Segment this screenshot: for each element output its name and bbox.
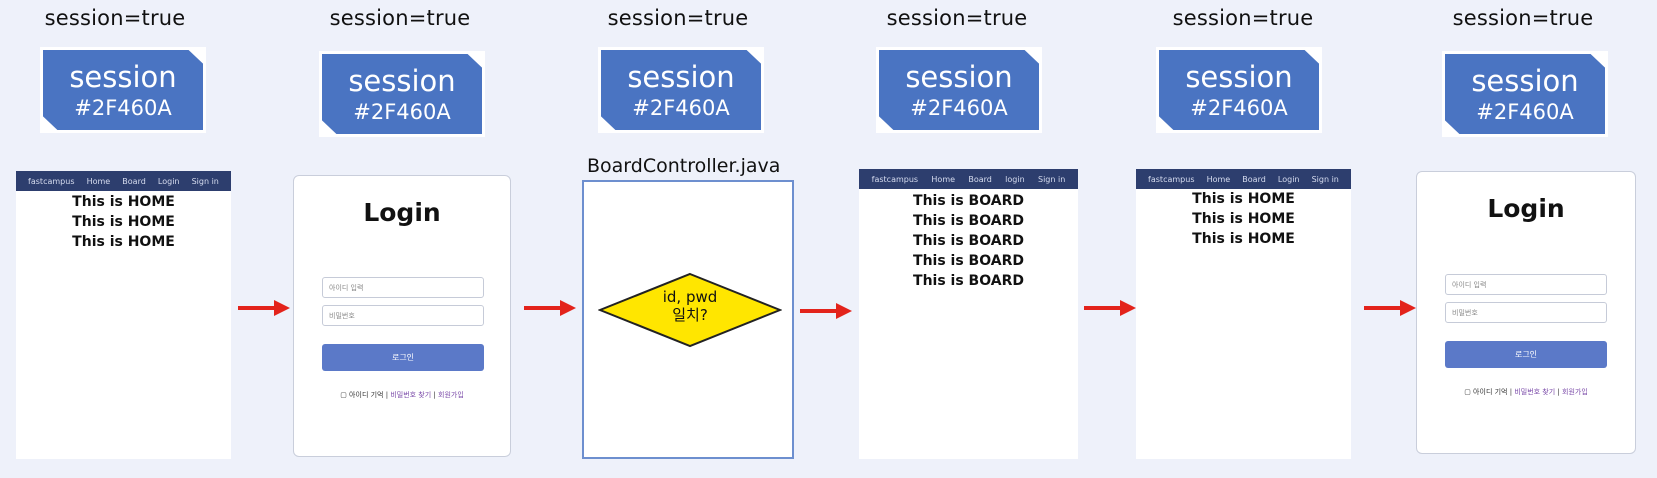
find-password-link[interactable]: 비밀번호 찾기 (1514, 388, 1556, 396)
decision-text: id, pwd 일치? (598, 288, 782, 324)
home-page: fastcampus Home Board Login Sign in This… (16, 171, 231, 459)
home-line: This is HOME (1192, 231, 1295, 247)
badge-code: #2F460A (74, 96, 172, 120)
home-content: This is HOME This is HOME This is HOME (1136, 189, 1351, 249)
controller-title: BoardController.java (587, 155, 781, 177)
flow-arrow-2 (524, 300, 576, 316)
signup-link[interactable]: 회원가입 (1562, 388, 1588, 396)
session-badge: session #2F460A (876, 47, 1042, 133)
nav-board[interactable]: Board (122, 176, 146, 186)
badge-title: session (1471, 64, 1579, 98)
id-input[interactable]: 아이디 입력 (1445, 274, 1607, 295)
decision-diamond (598, 272, 782, 348)
board-line: This is BOARD (913, 213, 1024, 229)
separator: | (1509, 388, 1513, 396)
home-line: This is HOME (72, 214, 175, 230)
home-line: This is HOME (72, 234, 175, 250)
badge-code: #2F460A (632, 96, 730, 120)
flow-arrow-1 (238, 300, 290, 316)
session-badge: session #2F460A (40, 47, 206, 133)
login-button[interactable]: 로그인 (322, 344, 484, 371)
navbar: fastcampus Home Board Login Sign in (16, 171, 231, 191)
session-badge: session #2F460A (1442, 51, 1608, 137)
nav-board[interactable]: Board (968, 174, 992, 184)
separator: | (433, 391, 436, 399)
flow-arrow-5 (1364, 300, 1416, 316)
nav-login[interactable]: Login (1277, 174, 1300, 184)
nav-signin[interactable]: Sign in (191, 176, 219, 186)
session-flag: session=true (329, 6, 471, 30)
badge-code: #2F460A (1476, 100, 1574, 124)
nav-login[interactable]: login (1005, 174, 1025, 184)
nav-brand[interactable]: fastcampus (1148, 174, 1195, 184)
login-title: Login (1487, 194, 1565, 223)
nav-brand[interactable]: fastcampus (871, 174, 919, 184)
session-flag: session=true (886, 6, 1028, 30)
session-flag: session=true (44, 6, 186, 30)
nav-signin[interactable]: Sign in (1037, 174, 1066, 184)
nav-home[interactable]: Home (1206, 174, 1231, 184)
badge-code: #2F460A (353, 100, 451, 124)
badge-code: #2F460A (910, 96, 1008, 120)
badge-code: #2F460A (1190, 96, 1288, 120)
nav-home[interactable]: Home (86, 176, 111, 186)
login-page: Login 아이디 입력 비밀번호 로그인 ▢ 아이디 기억 | 비밀번호 찾기… (1416, 171, 1636, 454)
navbar: fastcampus Home Board Login Sign in (1136, 169, 1351, 189)
nav-home[interactable]: Home (931, 174, 956, 184)
remember-id-checkbox[interactable]: ▢ 아이디 기억 (1464, 388, 1508, 396)
board-line: This is BOARD (913, 193, 1024, 209)
badge-title: session (348, 64, 456, 98)
board-content: This is BOARD This is BOARD This is BOAR… (859, 191, 1078, 291)
login-button[interactable]: 로그인 (1445, 341, 1607, 368)
flow-arrow-4 (1084, 300, 1136, 316)
home-page: fastcampus Home Board Login Sign in This… (1136, 169, 1351, 459)
login-page: Login 아이디 입력 비밀번호 로그인 ▢ 아이디 기억 | 비밀번호 찾기… (293, 175, 511, 457)
home-content: This is HOME This is HOME This is HOME (16, 192, 231, 252)
session-flag: session=true (607, 6, 749, 30)
board-line: This is BOARD (913, 233, 1024, 249)
badge-title: session (69, 60, 177, 94)
badge-title: session (905, 60, 1013, 94)
board-page: fastcampus Home Board login Sign in This… (859, 169, 1078, 459)
home-line: This is HOME (1192, 211, 1295, 227)
decision-line-2: 일치? (672, 306, 708, 324)
decision-line-1: id, pwd (662, 288, 718, 306)
navbar: fastcampus Home Board login Sign in (859, 169, 1078, 189)
find-password-link[interactable]: 비밀번호 찾기 (390, 391, 432, 399)
badge-title: session (1185, 60, 1293, 94)
nav-brand[interactable]: fastcampus (28, 176, 75, 186)
password-input[interactable]: 비밀번호 (322, 305, 484, 326)
home-line: This is HOME (72, 194, 175, 210)
session-flag: session=true (1452, 6, 1594, 30)
nav-login[interactable]: Login (157, 176, 180, 186)
separator: | (1557, 388, 1560, 396)
session-badge: session #2F460A (319, 51, 485, 137)
id-input[interactable]: 아이디 입력 (322, 277, 484, 298)
password-input[interactable]: 비밀번호 (1445, 302, 1607, 323)
session-badge: session #2F460A (1156, 47, 1322, 133)
flow-arrow-3 (800, 303, 852, 319)
session-badge: session #2F460A (598, 47, 764, 133)
board-line: This is BOARD (913, 273, 1024, 289)
login-links: ▢ 아이디 기억 | 비밀번호 찾기 | 회원가입 (294, 390, 510, 400)
controller-box: id, pwd 일치? (582, 180, 794, 459)
badge-title: session (627, 60, 735, 94)
board-line: This is BOARD (913, 253, 1024, 269)
nav-signin[interactable]: Sign in (1311, 174, 1339, 184)
nav-board[interactable]: Board (1242, 174, 1266, 184)
remember-id-checkbox[interactable]: ▢ 아이디 기억 (340, 391, 384, 399)
login-title: Login (363, 198, 441, 227)
session-flag: session=true (1172, 6, 1314, 30)
separator: | (385, 391, 389, 399)
home-line: This is HOME (1192, 191, 1295, 207)
signup-link[interactable]: 회원가입 (438, 391, 464, 399)
login-links: ▢ 아이디 기억 | 비밀번호 찾기 | 회원가입 (1417, 387, 1635, 397)
